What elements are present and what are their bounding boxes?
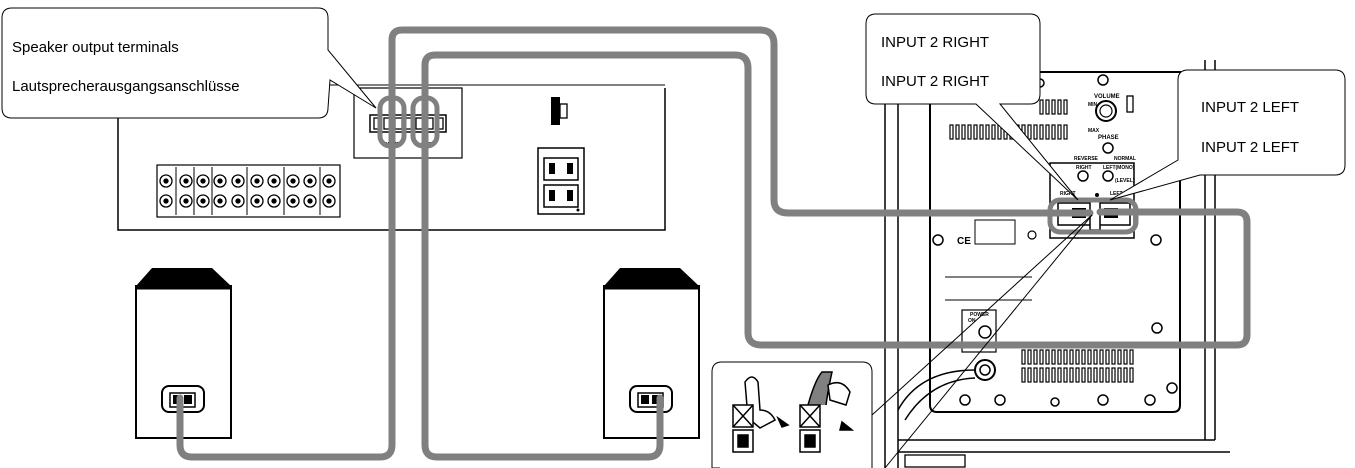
volume-label: VOLUME <box>1094 94 1120 100</box>
subwoofer: VOLUME MIN MAX PHASE REVERSE NORMAL RIGH… <box>884 60 1230 468</box>
speaker-cables <box>176 26 1251 461</box>
clip-press-illustration <box>732 376 790 453</box>
callout-input2-left-en: INPUT 2 LEFT <box>1201 99 1299 116</box>
speaker-output-terminals: RIGHT LEFT <box>353 87 463 159</box>
rca-jack-block <box>156 164 341 218</box>
callout-input2-left: INPUT 2 LEFT INPUT 2 LEFT <box>1109 69 1346 201</box>
ce-mark: CE <box>957 236 971 247</box>
volume-max-label: MAX <box>1088 128 1100 134</box>
callout-input2-right-de: INPUT 2 RIGHT <box>881 73 989 90</box>
volume-min-label: MIN <box>1088 102 1098 108</box>
power-on-label: ON <box>968 318 976 324</box>
clip-wire-illustration <box>799 371 855 453</box>
callout-speaker-terminals: Speaker output terminals Lautsprecheraus… <box>1 7 377 119</box>
callout-speaker-terminals-de: Lautsprecherausgangsanschlüsse <box>12 78 240 95</box>
input-level-label: (LEVEL) <box>1115 178 1135 184</box>
callout-input2-right: INPUT 2 RIGHT INPUT 2 RIGHT <box>865 13 1079 201</box>
power-label: POWER <box>970 312 989 318</box>
callout-input2-right-en: INPUT 2 RIGHT <box>881 34 989 51</box>
voltage-selector <box>551 97 568 125</box>
inset-terminal-clip-detail <box>711 214 1093 468</box>
input-right2-label: RIGHT <box>1060 191 1076 197</box>
volume-control: VOLUME MIN MAX <box>1088 94 1134 134</box>
phase-switch: PHASE REVERSE NORMAL <box>1074 135 1136 162</box>
right-speaker <box>603 268 700 439</box>
input-left2-label: LEFT <box>1110 191 1123 197</box>
phase-label: PHASE <box>1098 135 1119 141</box>
vent-slots <box>949 99 1134 383</box>
input-right-label: RIGHT <box>1076 165 1092 171</box>
ac-outlet <box>537 147 585 215</box>
panel-screws <box>932 74 1178 407</box>
left-speaker <box>135 268 232 439</box>
terminal-highlights <box>377 95 1139 235</box>
callout-input2-left-de: INPUT 2 LEFT <box>1201 139 1299 156</box>
callout-speaker-terminals-en: Speaker output terminals <box>12 39 179 56</box>
phase-normal-label: NORMAL <box>1114 156 1136 162</box>
phase-reverse-label: REVERSE <box>1074 156 1099 162</box>
input-leftmono-label: LEFT(MONO) <box>1103 165 1135 171</box>
certification-marks: CE <box>945 219 1037 301</box>
power-switch: POWER ON <box>961 309 997 353</box>
